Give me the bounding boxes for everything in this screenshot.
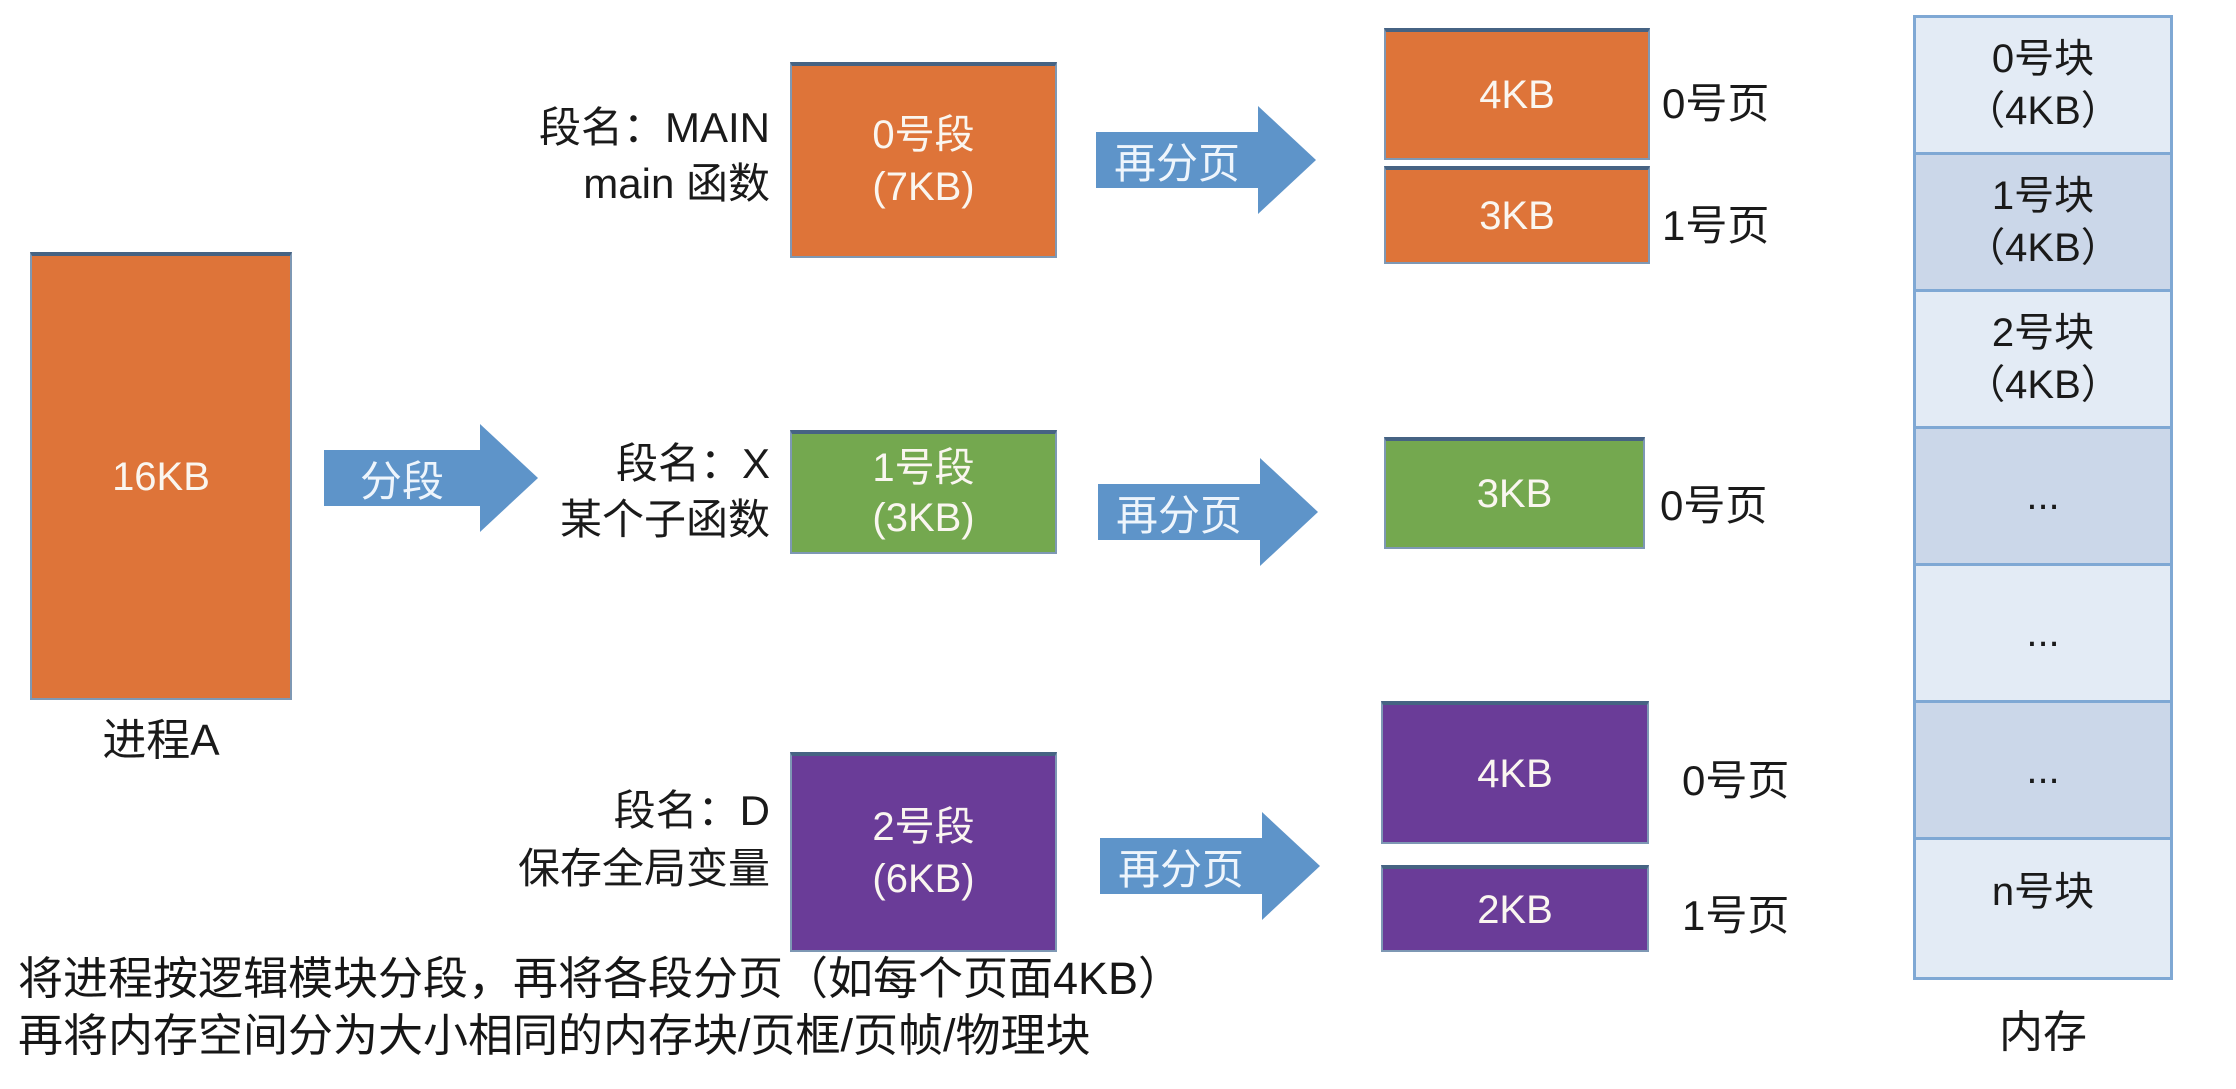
page-number-label: 0号页 (1660, 482, 1768, 529)
segment-name-line: 段名：D (613, 787, 770, 834)
page-box: 2KB (1381, 865, 1649, 952)
memory-cell-size: （4KB） (1965, 363, 2121, 407)
segment-name-line: main 函数 (583, 160, 770, 207)
repage-arrow-label: 再分页 (1100, 838, 1262, 894)
segment-number-label: 2号段 (872, 805, 975, 849)
segment-size-label: (6KB) (872, 857, 975, 901)
memory-cell: 2号块 （4KB） (1916, 292, 2170, 429)
memory-cell-label: ... (2026, 611, 2060, 655)
page-size-label: 4KB (1477, 751, 1553, 796)
memory-cell-label: 0号块 (1991, 37, 2095, 81)
caption-line-2: 再将内存空间分为大小相同的内存块/页框/页帧/物理块 (18, 1010, 1091, 1061)
segment-box-2: 2号段 (6KB) (790, 752, 1057, 952)
memory-cell-size: （4KB） (1965, 226, 2121, 270)
segment-box-0: 0号段 (7KB) (790, 62, 1057, 258)
arrow-head-icon (1262, 812, 1320, 920)
memory-cell: 1号块 （4KB） (1916, 155, 2170, 292)
segment-name-x: 段名：X 某个子函数 (440, 436, 770, 548)
repage-arrow-1: 再分页 (1098, 458, 1318, 566)
segment-number-label: 0号段 (872, 113, 975, 157)
arrow-head-icon (1258, 106, 1316, 214)
memory-cell: ... (1916, 566, 2170, 703)
page-number-label: 1号页 (1662, 202, 1770, 249)
memory-column: 0号块 （4KB） 1号块 （4KB） 2号块 （4KB） ... ... ..… (1913, 15, 2173, 980)
memory-cell: ... (1916, 429, 2170, 566)
memory-cell: n号块 (1916, 840, 2170, 977)
page-box: 3KB (1384, 437, 1645, 549)
segment-size-label: (3KB) (872, 496, 975, 540)
repage-arrow-label: 再分页 (1098, 484, 1260, 540)
segment-name-main: 段名：MAIN main 函数 (440, 100, 770, 212)
caption: 将进程按逻辑模块分段，再将各段分页（如每个页面4KB） 再将内存空间分为大小相同… (18, 950, 1183, 1064)
memory-cell-size: （4KB） (1965, 89, 2121, 133)
arrow-head-icon (480, 424, 538, 532)
page-box: 4KB (1381, 701, 1649, 844)
memory-cell-label: ... (2026, 474, 2060, 518)
page-number-label: 1号页 (1682, 892, 1790, 939)
segment-size-label: (7KB) (872, 165, 975, 209)
segment-arrow-label: 分段 (324, 450, 480, 506)
segment-name-line: 某个子函数 (559, 496, 770, 543)
segment-name-line: 段名：X (615, 440, 770, 487)
repage-arrow-2: 再分页 (1100, 812, 1320, 920)
memory-cell: 0号块 （4KB） (1916, 18, 2170, 155)
memory-cell-label: n号块 (1991, 869, 2095, 914)
page-box: 3KB (1384, 166, 1650, 264)
page-number-label: 0号页 (1682, 757, 1790, 804)
memory-cell-label: 2号块 (1991, 311, 2095, 355)
page-size-label: 3KB (1476, 472, 1553, 516)
memory-cell-label: ... (2026, 748, 2060, 792)
segment-name-line: 段名：MAIN (538, 104, 770, 151)
segment-arrow: 分段 (324, 424, 538, 532)
memory-label: 内存 (1999, 1008, 2087, 1057)
page-size-label: 2KB (1477, 887, 1553, 932)
page-size-label: 3KB (1479, 194, 1555, 238)
segment-name-line: 保存全局变量 (517, 845, 770, 892)
memory-cell: ... (1916, 703, 2170, 840)
process-size-label: 16KB (112, 455, 210, 499)
arrow-head-icon (1260, 458, 1318, 566)
page-box: 4KB (1384, 28, 1650, 160)
memory-cell-label: 1号块 (1991, 174, 2095, 218)
page-size-label: 4KB (1479, 73, 1555, 117)
process-box: 16KB (30, 252, 292, 700)
segment-number-label: 1号段 (872, 446, 975, 490)
page-number-label: 0号页 (1662, 80, 1770, 127)
process-name-label: 进程A (102, 716, 220, 765)
segment-box-1: 1号段 (3KB) (790, 430, 1057, 554)
segment-name-d: 段名：D 保存全局变量 (430, 782, 770, 898)
repage-arrow-0: 再分页 (1096, 106, 1316, 214)
repage-arrow-label: 再分页 (1096, 132, 1258, 188)
caption-line-1: 将进程按逻辑模块分段，再将各段分页（如每个页面4KB） (18, 953, 1184, 1004)
